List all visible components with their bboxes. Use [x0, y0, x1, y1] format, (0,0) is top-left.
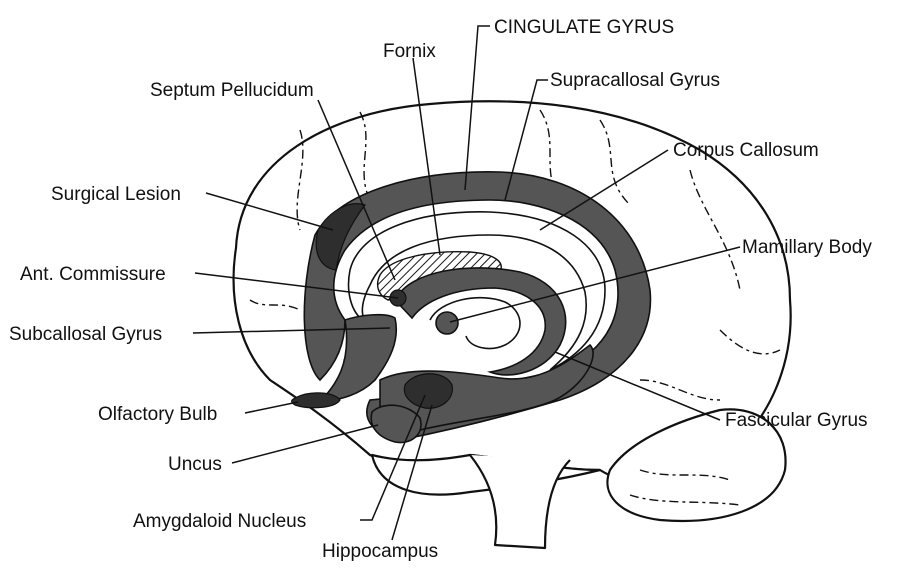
brainstem-outline [470, 455, 570, 548]
label-olfactory-bulb: Olfactory Bulb [98, 404, 217, 425]
label-fornix: Fornix [383, 41, 436, 62]
label-corpus-callosum: Corpus Callosum [673, 140, 819, 161]
label-fascicular-gyrus: Fascicular Gyrus [725, 410, 868, 431]
label-uncus: Uncus [168, 454, 222, 475]
label-cingulate-gyrus: CINGULATE GYRUS [494, 17, 674, 38]
label-hippocampus: Hippocampus [322, 541, 438, 562]
label-subcallosal-gyrus: Subcallosal Gyrus [9, 324, 162, 345]
label-supracallosal-gyrus: Supracallosal Gyrus [550, 70, 720, 91]
label-mamillary-body: Mamillary Body [742, 237, 872, 258]
label-surgical-lesion: Surgical Lesion [51, 184, 181, 205]
leader-olfactory-bulb [245, 402, 298, 413]
label-amygdaloid-nucleus: Amygdaloid Nucleus [133, 511, 306, 532]
mamillary-body [436, 312, 458, 334]
label-septum-pellucidum: Septum Pellucidum [150, 80, 314, 101]
label-ant-commissure: Ant. Commissure [20, 264, 166, 285]
